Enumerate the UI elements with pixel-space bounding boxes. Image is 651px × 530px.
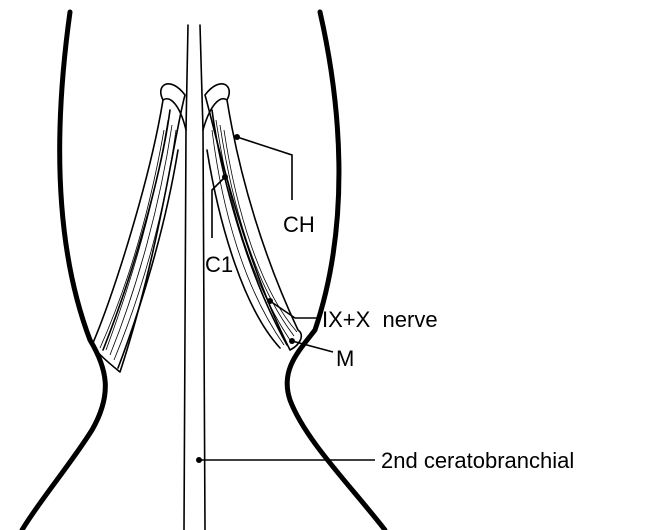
label-ch: CH (283, 212, 315, 237)
leader-ceratobranchial (196, 457, 375, 463)
leader-m (289, 338, 333, 352)
leader-ch (234, 134, 292, 200)
label-nerve: IX+X nerve (322, 307, 438, 332)
rod-fork (163, 99, 227, 130)
label-c1: C1 (205, 252, 233, 277)
left-muscle-band (92, 84, 185, 372)
body-outline-right (287, 12, 385, 530)
body-outline-left (22, 12, 105, 530)
label-m: M (336, 346, 354, 371)
label-ceratobranchial: 2nd ceratobranchial (381, 448, 574, 473)
ceratobranchial-rod (184, 25, 205, 530)
